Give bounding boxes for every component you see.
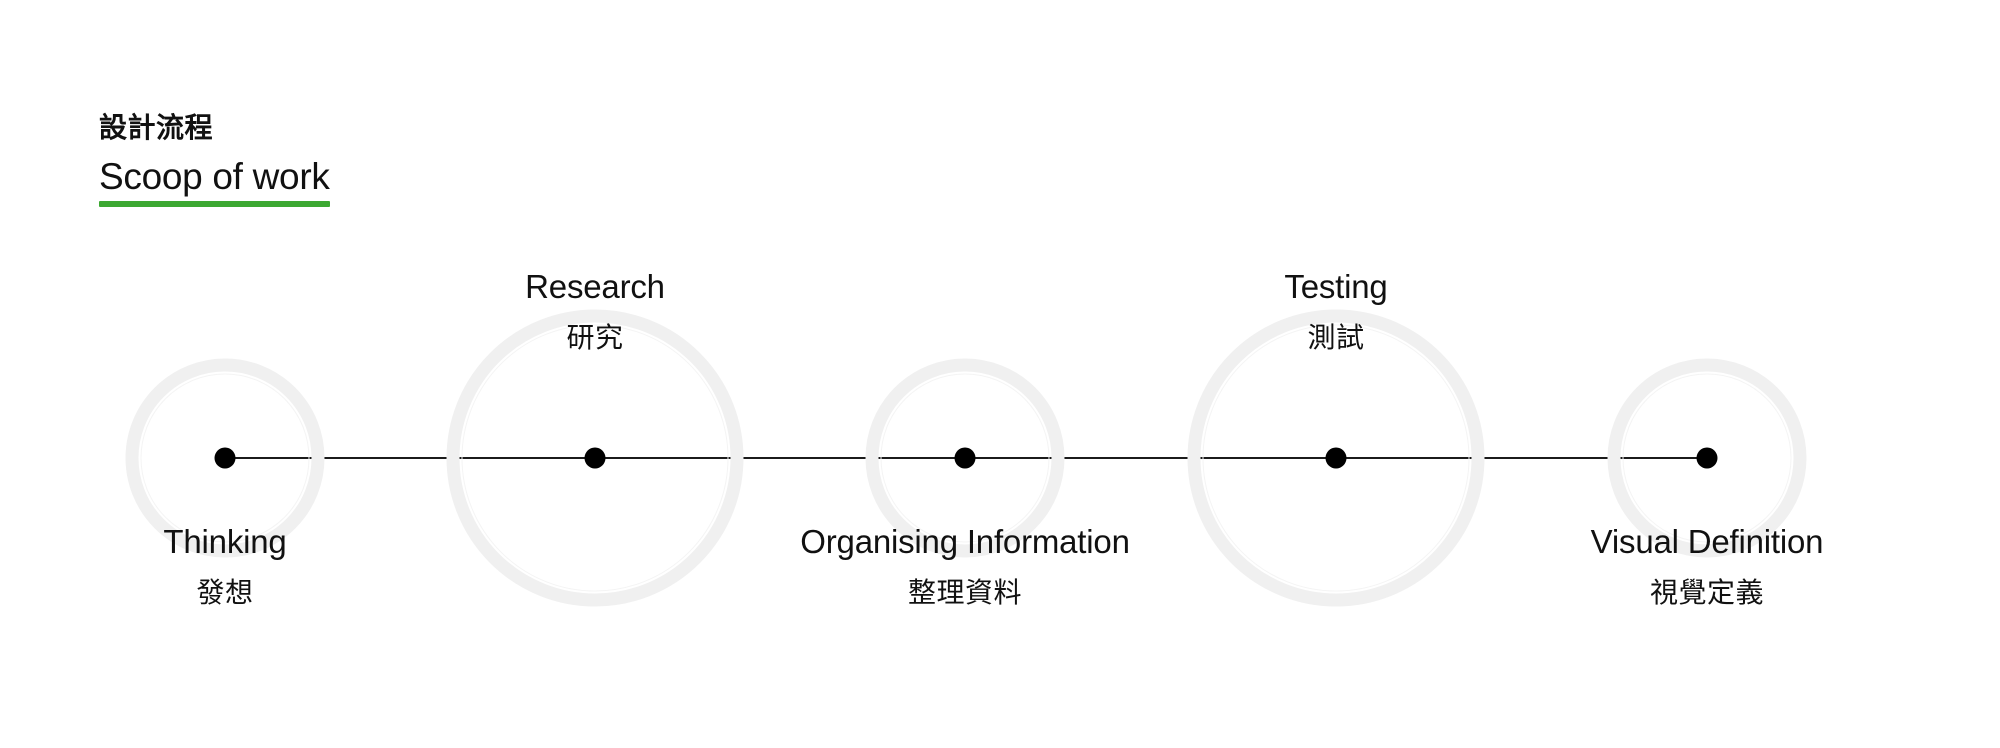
node-label-organising-information: Organising Information 整理資料 — [800, 520, 1130, 613]
node-label-chinese: 視覺定義 — [1649, 577, 1765, 608]
node-inner-ring-icon — [1622, 373, 1792, 543]
node-label-english: Research — [525, 268, 665, 305]
node-inner-ring-icon — [140, 373, 310, 543]
node-label-english: Thinking — [163, 523, 287, 560]
node-dot-icon — [1696, 447, 1718, 469]
node-dot-icon — [1325, 447, 1347, 469]
node-inner-ring-icon — [1202, 324, 1470, 592]
node-label-chinese: 研究 — [566, 322, 624, 353]
page-title-english: Scoop of work — [99, 156, 330, 197]
node-label-visual-definition: Visual Definition 視覺定義 — [1591, 520, 1824, 613]
node-inner-ring-icon — [461, 324, 729, 592]
node-dot-icon — [584, 447, 606, 469]
node-dot-icon — [954, 447, 976, 469]
title-underline-accent — [99, 201, 330, 207]
node-dot-icon — [214, 447, 236, 469]
node-label-testing: Testing 測試 — [1284, 265, 1387, 358]
node-label-chinese: 發想 — [196, 577, 254, 608]
node-label-thinking: Thinking 發想 — [163, 520, 286, 613]
page-heading: 設計流程 Scoop of work — [99, 108, 330, 207]
node-label-english: Testing — [1284, 268, 1388, 305]
page-title-english-wrapper: Scoop of work — [99, 154, 330, 207]
node-label-research: Research 研究 — [525, 265, 665, 358]
node-label-chinese: 整理資料 — [907, 577, 1022, 608]
node-inner-ring-icon — [880, 373, 1050, 543]
page-title-chinese: 設計流程 — [99, 112, 214, 143]
node-label-chinese: 測試 — [1307, 322, 1365, 353]
node-label-english: Visual Definition — [1590, 523, 1824, 560]
node-label-english: Organising Information — [800, 523, 1130, 560]
